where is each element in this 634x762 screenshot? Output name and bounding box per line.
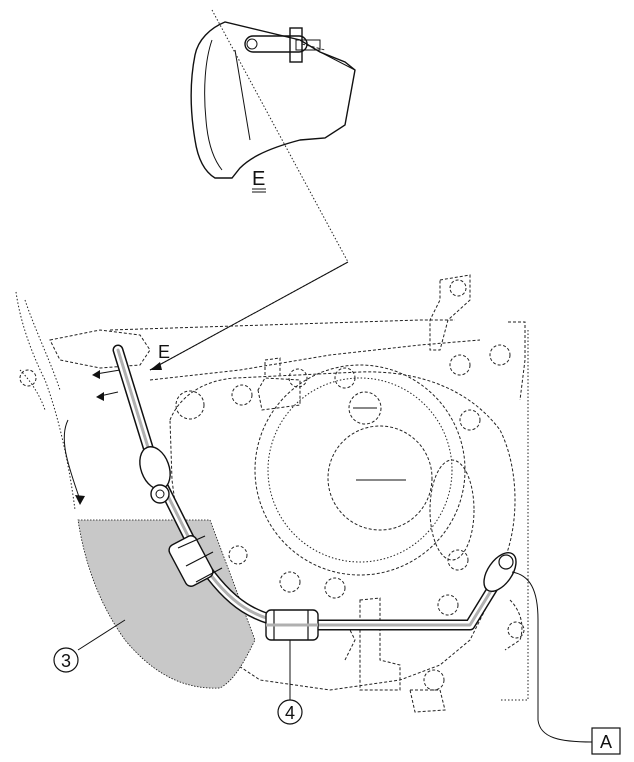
hose-end-fitting — [483, 552, 517, 592]
engine-outline — [15, 274, 529, 713]
callout-4-label: 4 — [285, 703, 295, 723]
reference-a: A — [511, 571, 621, 755]
hose-sleeve-lower — [265, 609, 319, 641]
callout-3: 3 — [53, 619, 126, 673]
breather-hose — [112, 344, 517, 641]
view-e-marker: E — [158, 342, 170, 362]
hose-sleeve-middle — [168, 535, 223, 587]
detail-view-e: E — [190, 21, 356, 193]
view-e-leader-line — [149, 9, 349, 371]
shaded-guard-area — [77, 519, 256, 689]
ref-a-label: A — [600, 732, 612, 752]
hose-clamp-upper — [139, 446, 171, 504]
callout-3-label: 3 — [61, 651, 71, 671]
flow-arrows — [63, 369, 121, 505]
detail-bracket — [190, 21, 356, 179]
callout-4: 4 — [277, 640, 303, 725]
view-e-title: E — [252, 168, 265, 190]
